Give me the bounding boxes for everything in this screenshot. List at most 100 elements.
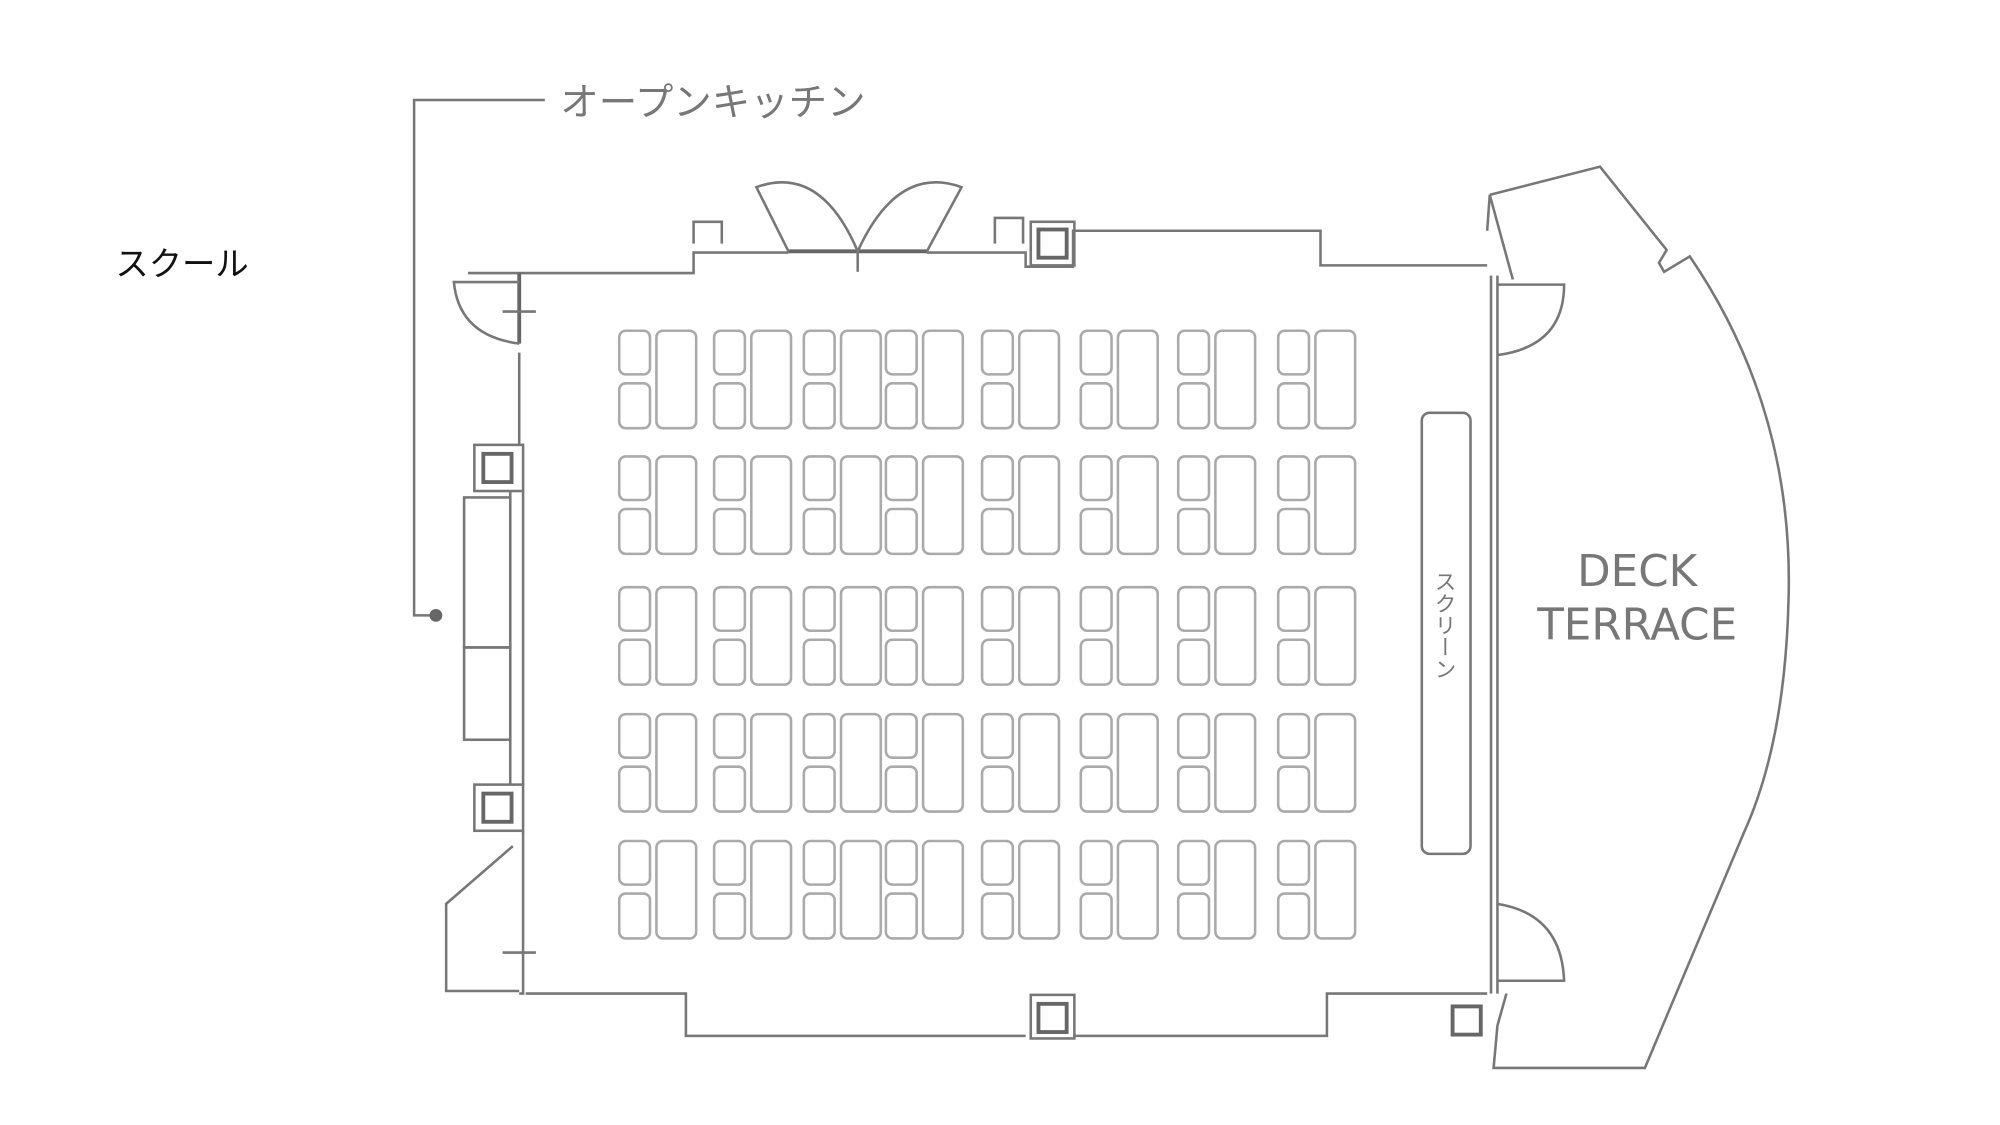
pillar [1029,220,1076,267]
terrace-label: TERRACE [1536,601,1737,651]
seat [1176,382,1211,430]
layout-title: スクール [115,245,248,284]
desk [921,455,965,556]
seat [1176,455,1211,502]
desk [1116,329,1159,430]
seat [980,712,1015,759]
seat [1276,382,1311,430]
seat [617,585,652,633]
seat [1276,638,1311,686]
seat [617,382,652,430]
seat [884,455,918,502]
desk [1214,585,1257,686]
seat [712,585,747,633]
desk [1017,455,1061,556]
seat [802,455,836,502]
pillar [473,783,525,833]
seat [712,839,747,886]
desk [1314,329,1357,430]
door-swing-east-bottom [1497,902,1566,983]
seat [802,892,836,940]
seat [980,585,1015,633]
seat [802,712,836,759]
seat [1276,839,1311,886]
pillar [473,443,525,493]
seat [802,329,836,376]
seat [1176,839,1211,886]
seat [1079,712,1113,759]
desk [1314,455,1357,556]
seat [884,329,918,376]
desk [1017,585,1061,686]
door-swing-right [856,181,964,252]
seat [617,638,652,686]
desk [655,329,698,430]
deck-terrace-outline [1489,165,1791,1070]
seating-area [617,329,1357,940]
deck-label: DECK [1577,547,1699,597]
seat [884,638,918,686]
seat [1276,507,1311,556]
seat [980,638,1015,686]
desk [921,712,965,813]
seat [802,839,836,886]
seat [1176,892,1211,940]
seat [712,382,747,430]
seat [1176,638,1211,686]
desk [750,329,793,430]
seat [617,892,652,940]
seat [980,329,1015,376]
desk [655,585,698,686]
seat [712,765,747,813]
desk [655,455,698,556]
pillar [1450,1004,1483,1037]
seat [712,455,747,502]
seat [884,585,918,633]
seat [1276,455,1311,502]
seat [980,839,1015,886]
seat [980,765,1015,813]
desk [750,712,793,813]
seat [617,507,652,556]
pillar [1029,993,1076,1040]
open-kitchen-label: オープンキッチン [560,80,865,125]
desk [921,585,965,686]
desk [839,712,883,813]
seat [884,892,918,940]
desk [1214,455,1257,556]
desk [1017,839,1061,940]
desk [750,585,793,686]
room-walls [444,216,1499,1038]
desk [655,712,698,813]
seat [884,507,918,556]
desk [1214,712,1257,813]
desk [839,329,883,430]
desk [1214,329,1257,430]
seat [1079,892,1113,940]
desk [1116,455,1159,556]
desk [839,839,883,940]
door-swing-left [754,181,859,252]
seat [884,839,918,886]
desk [839,455,883,556]
seat [1176,585,1211,633]
desk [921,329,965,430]
seat [1079,765,1113,813]
seat [1079,455,1113,502]
seat [802,638,836,686]
seat [802,585,836,633]
seat [617,455,652,502]
desk [750,455,793,556]
seat [617,329,652,376]
desk [1314,585,1357,686]
seat [980,455,1015,502]
seat [1079,329,1113,376]
seat [1176,765,1211,813]
desk [655,839,698,940]
seat [712,712,747,759]
seat [1079,585,1113,633]
seat [980,382,1015,430]
seat [712,892,747,940]
desk [921,839,965,940]
